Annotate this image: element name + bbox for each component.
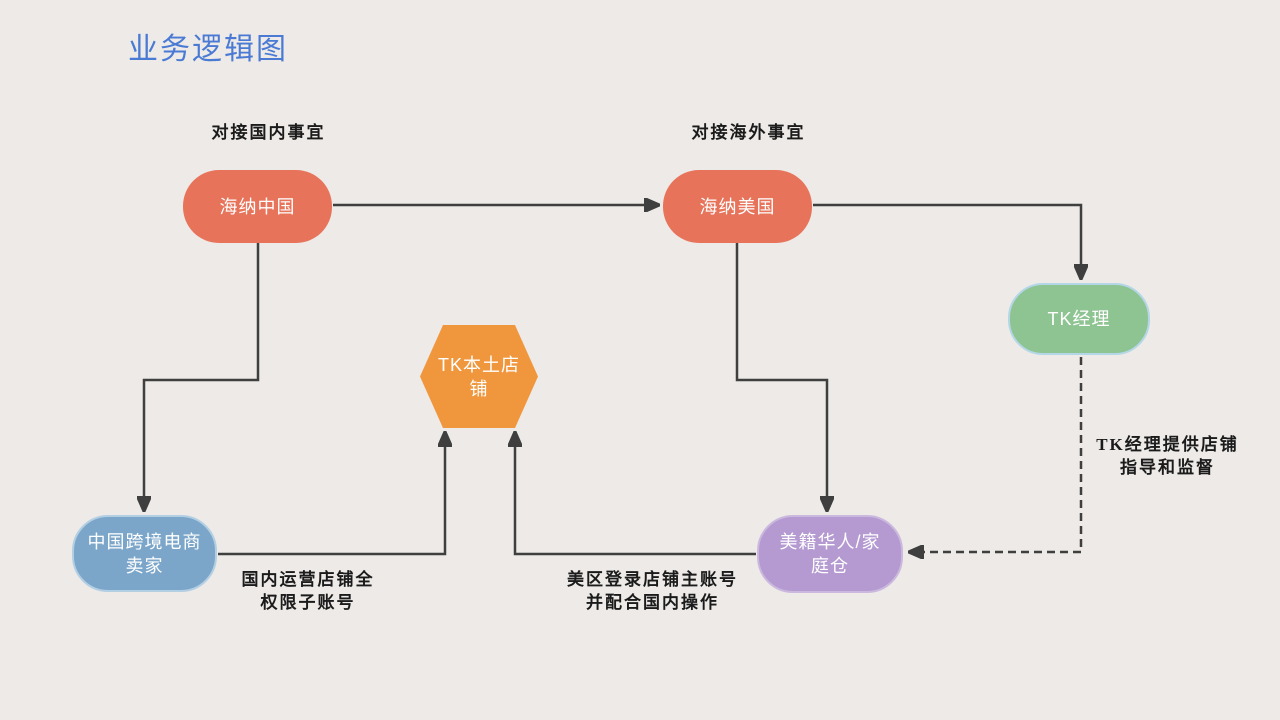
annotation-guidance-line2: 指导和监督 xyxy=(1120,458,1215,477)
annotation-subaccount-line1: 国内运营店铺全 xyxy=(241,570,375,589)
node-tk-store-label-line1: TK本土店 xyxy=(437,354,520,375)
annotation-tk-manager-guidance: TK经理提供店铺 指导和监督 xyxy=(1085,433,1250,479)
annotation-domestic-sub-account: 国内运营店铺全 权限子账号 xyxy=(228,568,388,614)
connector-haina-china-to-china-seller xyxy=(144,243,260,512)
node-us-family-label-line1: 美籍华人/家 xyxy=(779,532,881,552)
annotation-guidance-line1: TK经理提供店铺 xyxy=(1096,435,1239,454)
connector-tk-manager-to-us-family-dashed xyxy=(908,357,1083,552)
node-tk-store-label-line2: 铺 xyxy=(469,378,489,399)
node-us-family-label-line2: 庭仓 xyxy=(811,556,849,576)
connector-haina-usa-to-us-family xyxy=(735,243,827,512)
node-tk-manager-label: TK经理 xyxy=(1047,309,1111,329)
annotation-mainaccount-line1: 美区登录店铺主账号 xyxy=(567,570,738,589)
connector-china-seller-to-tk-store xyxy=(218,431,445,556)
annotation-subaccount-line2: 权限子账号 xyxy=(260,593,356,612)
node-tk-manager: TK经理 xyxy=(1008,283,1150,355)
node-china-cross-border-seller: 中国跨境电商 卖家 xyxy=(72,515,217,592)
connector-us-family-to-tk-store xyxy=(515,431,756,556)
annotation-domestic-affairs: 对接国内事宜 xyxy=(211,123,326,142)
node-china-seller-label-line1: 中国跨境电商 xyxy=(87,531,202,552)
connector-haina-usa-to-tk-manager xyxy=(813,203,1081,280)
node-haina-china-label: 海纳中国 xyxy=(219,196,296,217)
node-haina-usa: 海纳美国 xyxy=(663,170,812,243)
annotation-overseas-affairs: 对接海外事宜 xyxy=(691,123,806,142)
page-title: 业务逻辑图 xyxy=(128,33,288,66)
node-haina-china: 海纳中国 xyxy=(183,170,332,243)
node-china-seller-label-line2: 卖家 xyxy=(125,555,164,576)
annotation-us-main-account: 美区登录店铺主账号 并配合国内操作 xyxy=(555,568,750,614)
node-tk-local-store-hexagon: TK本土店 铺 xyxy=(420,325,538,428)
node-us-chinese-family-warehouse: 美籍华人/家 庭仓 xyxy=(757,515,903,593)
node-haina-usa-label: 海纳美国 xyxy=(699,196,776,217)
annotation-mainaccount-line2: 并配合国内操作 xyxy=(586,593,719,612)
